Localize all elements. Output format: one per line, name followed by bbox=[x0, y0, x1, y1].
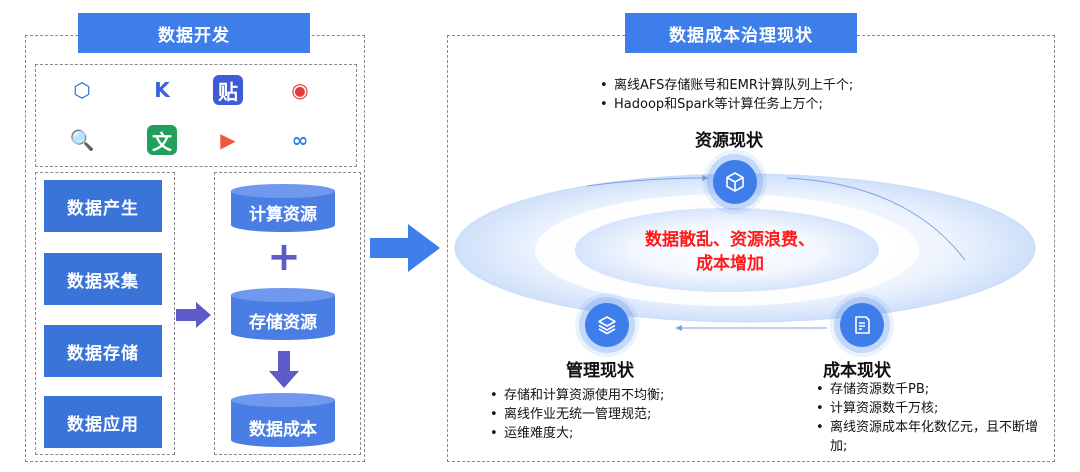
center-text-line: 成本增加 bbox=[696, 254, 764, 274]
cube-icon bbox=[726, 172, 744, 192]
cost-bullet: 存储资源数千PB; bbox=[814, 380, 1050, 399]
hexagon-logo-icon: ⬡ bbox=[67, 75, 97, 105]
cloud-logo-icon: ∞ bbox=[285, 125, 315, 155]
arrow-right-large-icon bbox=[370, 224, 440, 272]
cost-node-icon bbox=[840, 303, 884, 347]
layers-icon bbox=[598, 316, 616, 335]
stage-data-collection: 数据采集 bbox=[44, 253, 162, 305]
resource-bullet: Hadoop和Spark等计算任务上万个; bbox=[598, 95, 978, 114]
arrow-down-icon bbox=[269, 351, 299, 388]
cost-status-label: 成本现状 bbox=[823, 361, 891, 381]
wenku-logo-icon: 文 bbox=[147, 125, 177, 155]
center-problem-text: 数据散乱、资源浪费、 成本增加 bbox=[600, 228, 860, 276]
cost-bullet: 离线资源成本年化数亿元，且不断增加; bbox=[814, 418, 1050, 456]
resource-bullet: 离线AFS存储账号和EMR计算队列上千个; bbox=[598, 76, 978, 95]
management-bullet: 存储和计算资源使用不均衡; bbox=[488, 386, 728, 405]
stage-data-generation: 数据产生 bbox=[44, 180, 162, 232]
storage-resource-label: 存储资源 bbox=[249, 313, 317, 333]
storage-resource-cylinder: 存储资源 bbox=[231, 288, 335, 340]
cost-status-bullets: 存储资源数千PB; 计算资源数千万核; 离线资源成本年化数亿元，且不断增加; bbox=[814, 380, 1050, 456]
cycle-arrow-right bbox=[786, 177, 966, 261]
magnifier-icon: 🔍 bbox=[67, 125, 97, 155]
map-pin-icon: ◉ bbox=[285, 75, 315, 105]
right-panel-title: 数据成本治理现状 bbox=[625, 13, 857, 53]
center-text-line: 数据散乱、资源浪费、 bbox=[645, 230, 815, 250]
resource-status-bullets: 离线AFS存储账号和EMR计算队列上千个; Hadoop和Spark等计算任务上… bbox=[598, 76, 978, 114]
management-status-bullets: 存储和计算资源使用不均衡; 离线作业无统一管理规范; 运维难度大; bbox=[488, 386, 728, 443]
tieba-logo-icon: 贴 bbox=[213, 75, 243, 105]
document-edit-icon bbox=[855, 316, 870, 334]
resource-node-icon bbox=[713, 160, 757, 204]
stages-column bbox=[35, 172, 175, 455]
arrow-right-small-icon bbox=[176, 302, 211, 328]
compute-resource-label: 计算资源 bbox=[249, 205, 317, 225]
cost-bullet: 计算资源数千万核; bbox=[814, 399, 1050, 418]
left-panel-title: 数据开发 bbox=[78, 13, 310, 53]
management-bullet: 离线作业无统一管理规范; bbox=[488, 405, 728, 424]
compute-resource-cylinder: 计算资源 bbox=[231, 184, 335, 232]
k-logo-icon: K bbox=[147, 75, 177, 105]
inner-ring bbox=[575, 208, 879, 292]
stage-data-application: 数据应用 bbox=[44, 396, 162, 448]
management-bullet: 运维难度大; bbox=[488, 424, 728, 443]
data-cost-label: 数据成本 bbox=[249, 420, 317, 440]
management-status-label: 管理现状 bbox=[566, 361, 634, 381]
app-icons-grid: ⬡ K 贴 ◉ 🔍 文 ▶ ∞ bbox=[35, 64, 357, 167]
plus-icon: + bbox=[267, 234, 301, 280]
resource-status-label: 资源现状 bbox=[695, 131, 763, 151]
governance-cycle-diagram bbox=[454, 173, 1036, 331]
play-logo-icon: ▶ bbox=[213, 125, 243, 155]
resources-column bbox=[214, 172, 361, 455]
stage-data-storage: 数据存储 bbox=[44, 325, 162, 377]
data-cost-cylinder: 数据成本 bbox=[231, 393, 335, 447]
cycle-arrow-top bbox=[586, 177, 703, 187]
management-node-icon bbox=[585, 303, 629, 347]
